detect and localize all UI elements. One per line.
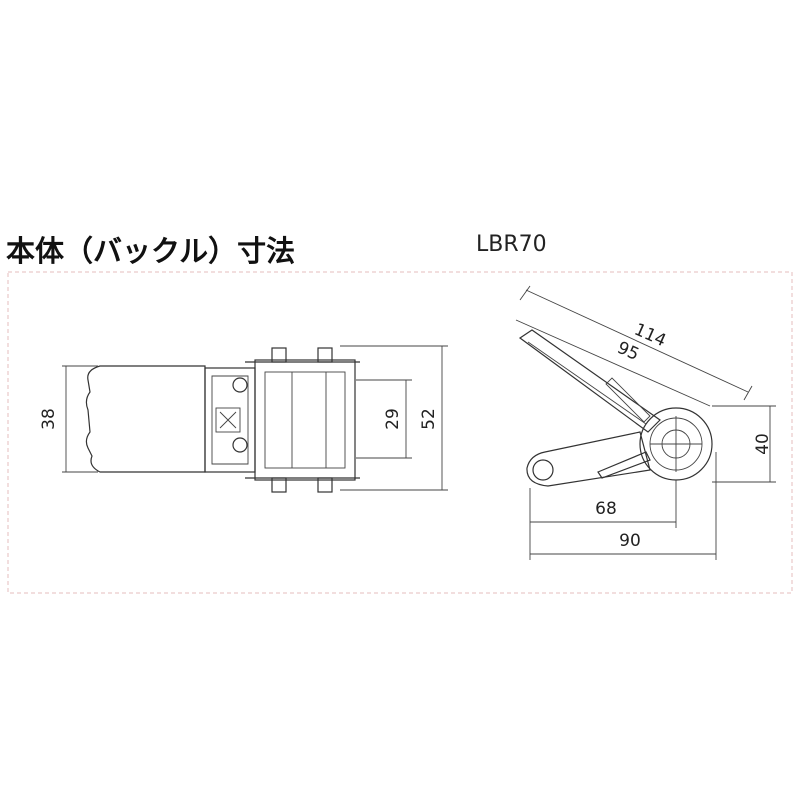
page-title: 本体（バックル）寸法 [6,234,296,268]
handle [518,329,661,433]
dim-base-a: 68 [595,499,617,519]
release-lever [597,451,651,479]
drawing-frame [7,271,793,594]
dim-side-height: 40 [753,433,773,455]
front-view: 38 29 52 [39,345,448,493]
model-label: LBR70 [476,232,547,257]
spool-frame [254,359,356,481]
strap-end [85,365,206,473]
dim-side-short: 95 [614,338,642,365]
dim-front-height: 38 [39,408,59,430]
base-arm [526,431,651,487]
side-view: 114 95 40 68 90 [515,285,776,560]
body-plate [204,367,256,473]
dim-outer-width: 52 [419,408,439,430]
dim-base-b: 90 [619,531,641,551]
dim-inner-width: 29 [383,408,403,430]
